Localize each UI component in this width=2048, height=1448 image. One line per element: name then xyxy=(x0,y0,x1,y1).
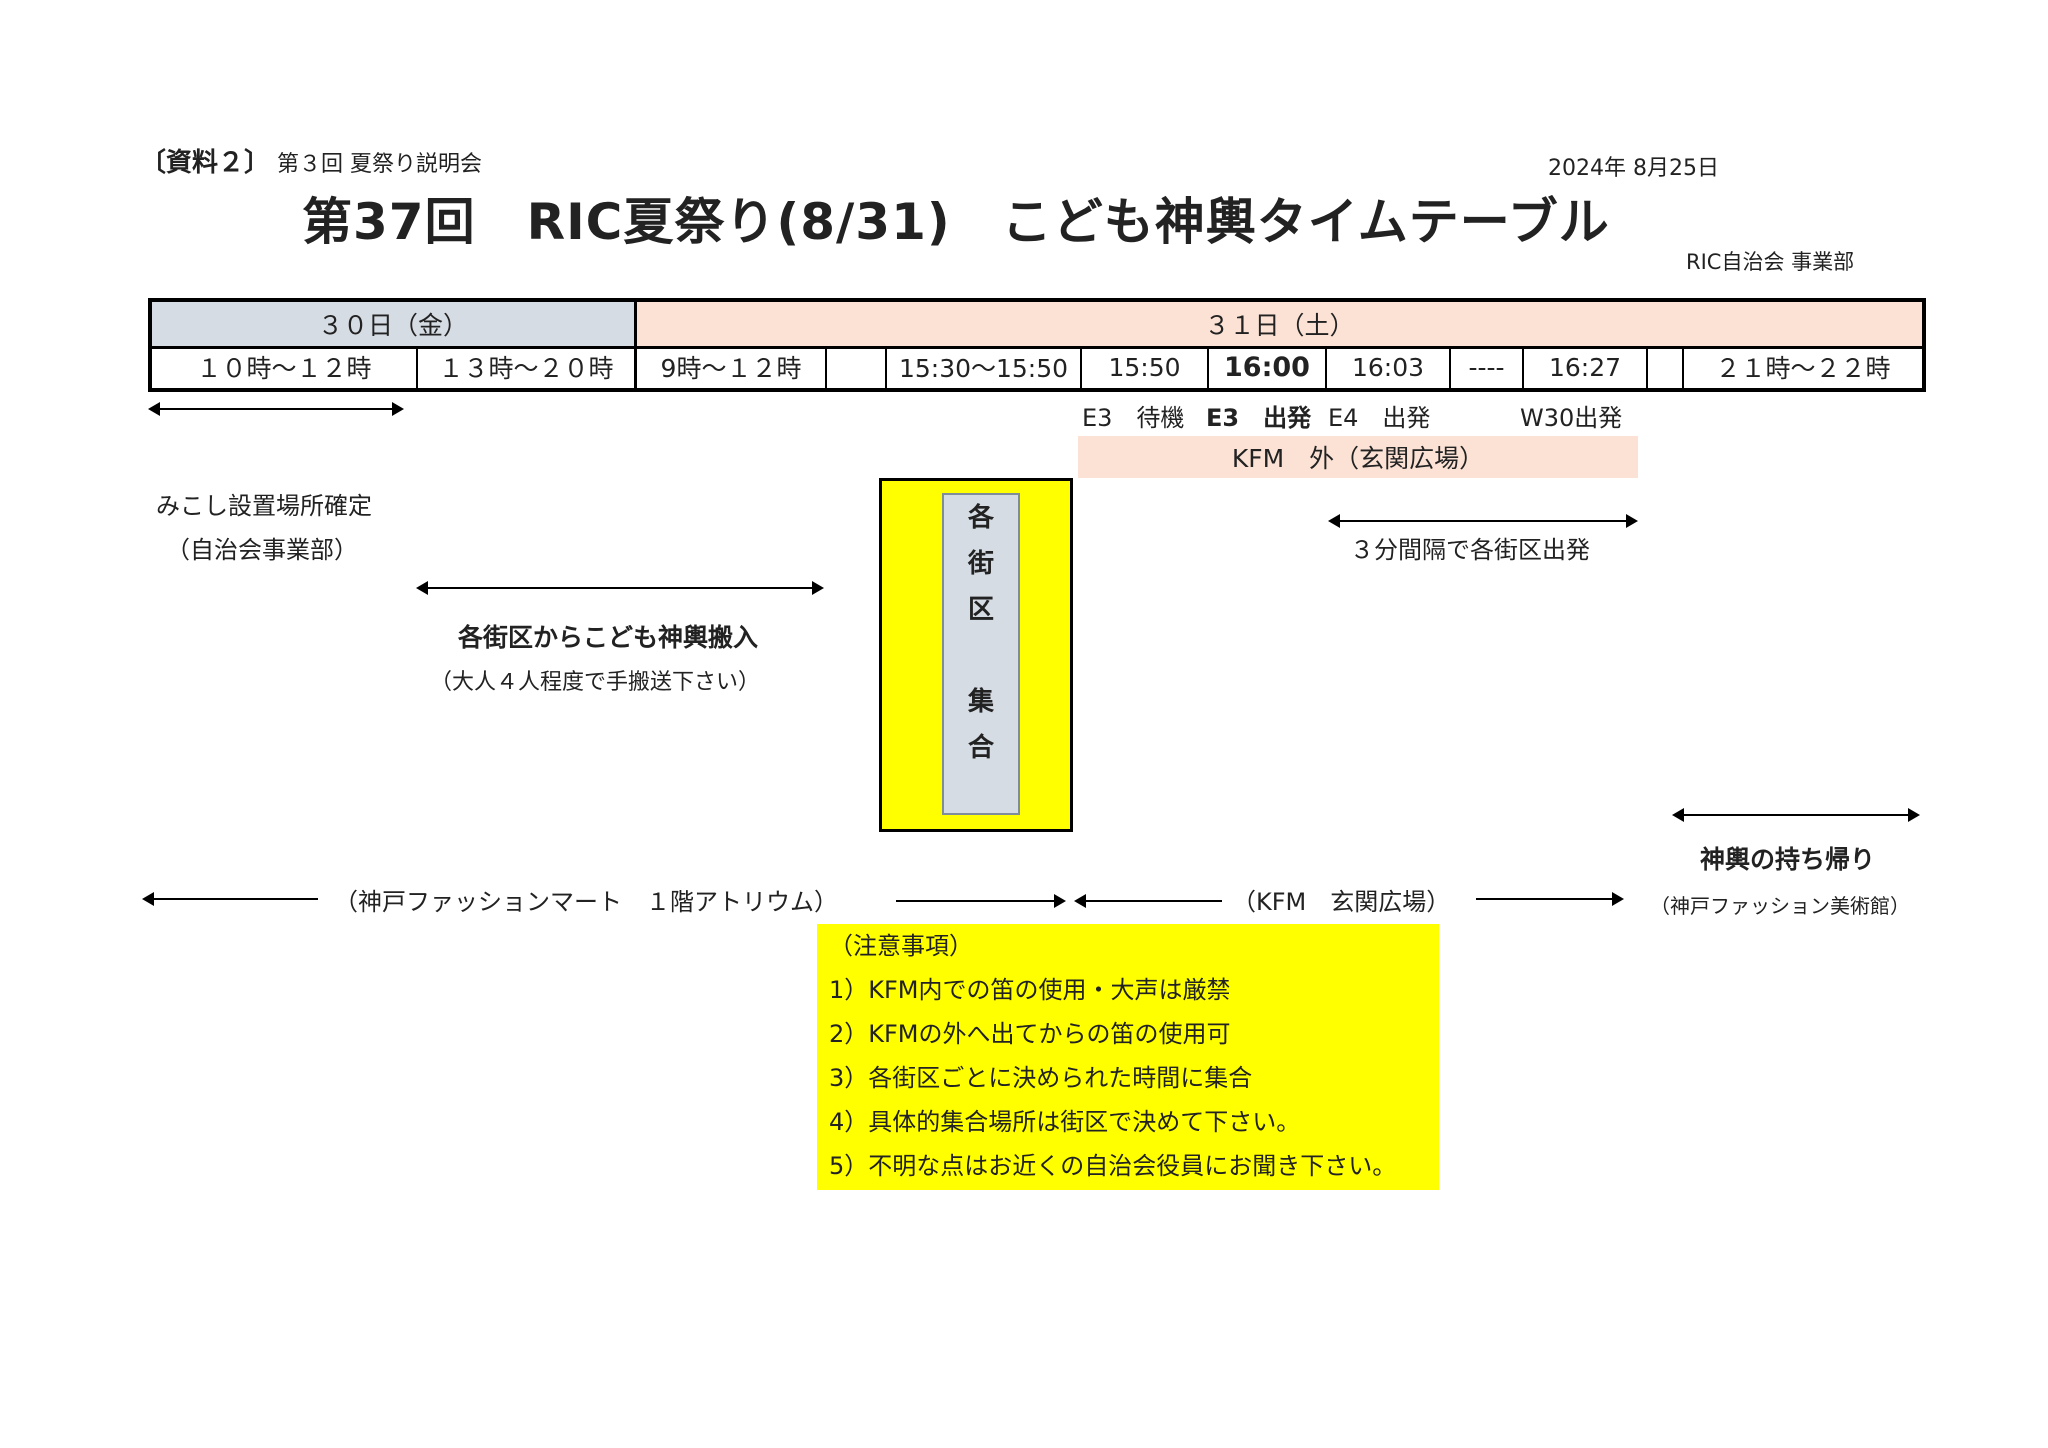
slot-cell xyxy=(827,346,887,388)
slot-cell xyxy=(1648,346,1684,388)
e4-depart-label: E4 出発 xyxy=(1328,404,1431,432)
gather-char: 街 xyxy=(967,549,994,579)
e3-wait-label: E3 待機 xyxy=(1082,404,1185,432)
slot-cell: 15:30～15:50 xyxy=(887,346,1082,388)
note-item: 4）具体的集合場所は街区で決めて下さい。 xyxy=(829,1108,1301,1136)
carry-in-text: 各街区からこども神輿搬入 xyxy=(458,623,759,652)
carry-in-sub: （大人４人程度で手搬送下さい） xyxy=(430,670,761,695)
arrow-interval xyxy=(1328,514,1638,528)
location-atrium: （神戸ファッションマート １階アトリウム） xyxy=(334,888,838,916)
organization: RIC自治会 事業部 xyxy=(1686,250,1855,274)
gather-char: 集 xyxy=(967,687,994,717)
day-31-header: ３１日（土） xyxy=(637,302,1922,346)
arrow-kfm-left xyxy=(1074,894,1222,908)
gather-box: 各 街 区 集 合 xyxy=(879,478,1073,832)
slot-cell: 16:27 xyxy=(1524,346,1648,388)
e3-depart-label: E3 出発 xyxy=(1206,404,1312,432)
w30-depart-label: W30出発 xyxy=(1520,404,1623,432)
slot-cell: 16:03 xyxy=(1327,346,1451,388)
arrow-take-home xyxy=(1672,808,1920,822)
location-kfm: （KFM 玄関広場） xyxy=(1232,888,1451,916)
note-item: 1）KFM内での笛の使用・大声は厳禁 xyxy=(829,976,1231,1004)
slot-cell: ２１時～２２時 xyxy=(1715,354,1891,383)
note-item: 3）各街区ごとに決められた時間に集合 xyxy=(829,1064,1253,1092)
slot-cell: 16:00 xyxy=(1209,346,1327,388)
gather-char: 各 xyxy=(967,503,994,533)
arrow-carry-in xyxy=(416,581,824,595)
arrow-atrium-left xyxy=(142,892,318,906)
take-home-sub: （神戸ファッション美術館） xyxy=(1650,894,1910,918)
document-label: 〔資料２〕 第３回 夏祭り説明会 xyxy=(140,142,482,179)
gather-char: 合 xyxy=(967,733,994,763)
arrow-mikoshi-place xyxy=(148,402,404,416)
timetable-day-row: ３０日（金） ３１日（土） xyxy=(152,302,1922,349)
timetable-slot-row: １０時～１２時 １３時～２０時 9時～１２時 15:30～15:50 15:50… xyxy=(152,346,1922,388)
kfm-outside-bar: KFM 外（玄関広場） xyxy=(1078,436,1638,478)
interval-text: ３分間隔で各街区出発 xyxy=(1350,536,1590,564)
slot-cell: 9時～１２時 xyxy=(637,346,827,388)
note-item: 5）不明な点はお近くの自治会役員にお聞き下さい。 xyxy=(829,1152,1397,1180)
timetable: ３０日（金） ３１日（土） １０時～１２時 １３時～２０時 9時～１２時 15:… xyxy=(148,298,1926,392)
mikoshi-place-text: みこし設置場所確定 xyxy=(156,492,372,520)
arrow-atrium-right xyxy=(896,894,1066,908)
take-home-text: 神輿の持ち帰り xyxy=(1700,845,1876,874)
note-item: 2）KFMの外へ出てからの笛の使用可 xyxy=(829,1020,1231,1048)
page-title: 第37回 RIC夏祭り(8/31) こども神輿タイムテーブル xyxy=(302,193,1610,251)
gather-char: 区 xyxy=(967,595,994,625)
slot-cell: １０時～１２時 xyxy=(152,346,418,388)
mikoshi-place-sub: （自治会事業部） xyxy=(166,536,358,564)
arrow-kfm-right xyxy=(1476,892,1624,906)
slot-cell: １３時～２０時 xyxy=(418,346,637,388)
document-date: 2024年 8月25日 xyxy=(1548,156,1719,181)
notes-heading: （注意事項） xyxy=(829,932,973,960)
document-label-sub: 第３回 夏祭り説明会 xyxy=(277,152,483,177)
notes-box: （注意事項） 1）KFM内での笛の使用・大声は厳禁 2）KFMの外へ出てからの笛… xyxy=(817,924,1439,1190)
day-30-header: ３０日（金） xyxy=(152,302,637,346)
slot-cell: 15:50 xyxy=(1082,346,1209,388)
gather-label: 各 街 区 集 合 xyxy=(942,493,1020,815)
slot-cell: ---- xyxy=(1451,346,1524,388)
document-label-main: 〔資料２〕 xyxy=(140,148,271,178)
